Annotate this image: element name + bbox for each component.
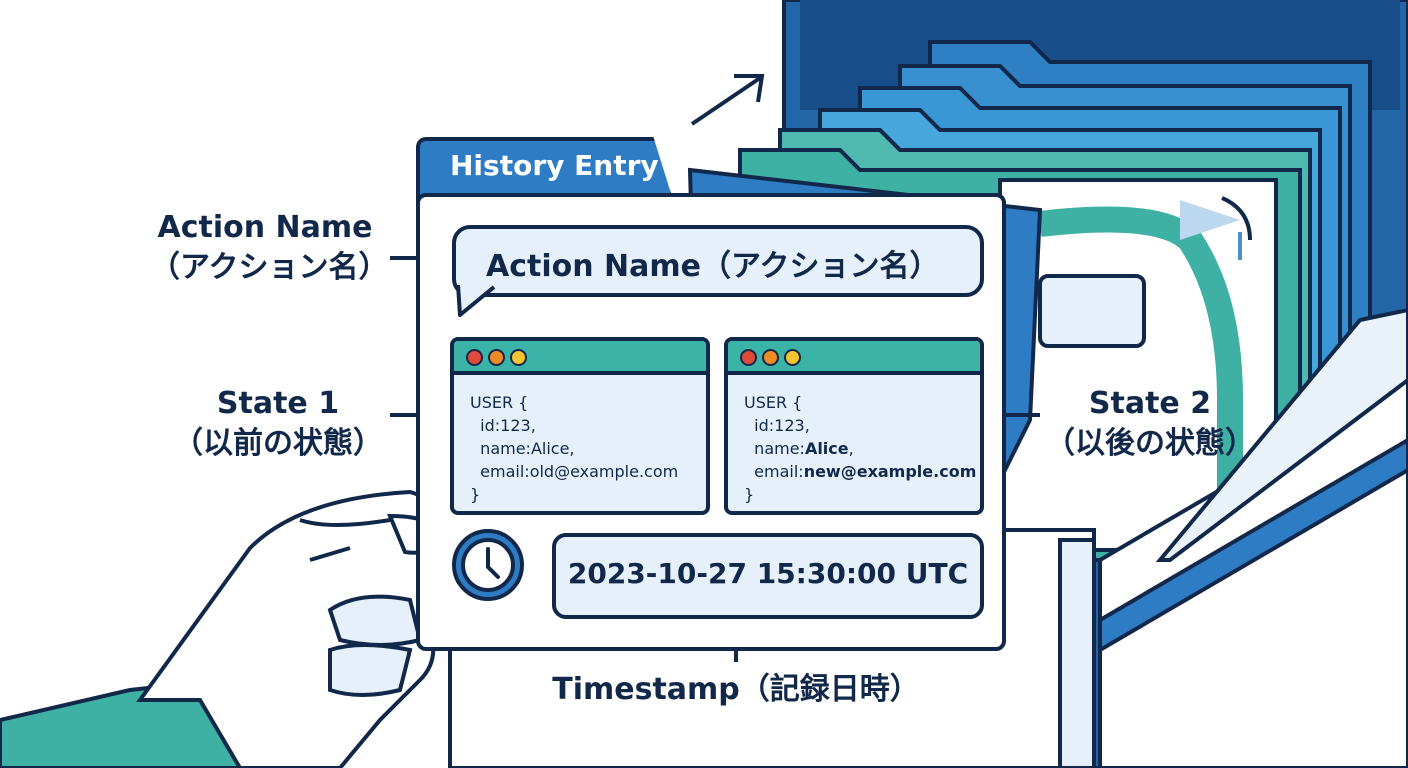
code-line: id:123, (470, 416, 536, 435)
timestamp-box: 2023-10-27 15:30:00 UTC (552, 533, 984, 619)
timestamp-value: 2023-10-27 15:30:00 UTC (567, 557, 969, 590)
code-line: email:new@example.com (744, 462, 977, 481)
callout-state1: State 1 （以前の状態） (168, 384, 388, 464)
swoosh-arrow-head (1180, 200, 1240, 240)
maximize-dot-icon (784, 349, 801, 366)
clock-icon (452, 529, 524, 601)
folder-front-edge (1098, 437, 1408, 654)
code-line: name:Alice, (470, 439, 575, 458)
code-line: USER { (470, 393, 529, 412)
swoosh-arrow (1038, 206, 1243, 540)
code-line: id:123, (744, 416, 810, 435)
close-dot-icon (740, 349, 757, 366)
callout-action-name-line2: （アクション名） (150, 250, 389, 285)
state-after-window: USER { id:123, name:Alice, email:new@exa… (724, 337, 984, 515)
changed-value: Alice (804, 439, 849, 458)
history-entry-card: History Entry Action Name（アクション名） USER {… (416, 137, 1006, 651)
out-arrow (690, 76, 762, 126)
history-entry-title: History Entry (450, 149, 659, 182)
hand-illustration (0, 489, 443, 768)
minimize-dot-icon (762, 349, 779, 366)
history-entry-body: Action Name（アクション名） USER { id:123, name:… (416, 193, 1006, 651)
state-before-titlebar (454, 341, 706, 375)
callout-state2-line2: （以後の状態） (1045, 426, 1255, 461)
code-line: email:old@example.com (470, 462, 679, 481)
callout-state1-line1: State 1 (216, 386, 340, 421)
action-name-bubble: Action Name（アクション名） (452, 225, 984, 297)
callout-action-name: Action Name （アクション名） (150, 208, 389, 288)
close-dot-icon (466, 349, 483, 366)
callout-state2: State 2 （以後の状態） (1040, 384, 1260, 464)
code-line: USER { (744, 393, 803, 412)
action-name-label: Action Name（アクション名） (486, 249, 940, 284)
paper-inner-note (1038, 274, 1146, 348)
state-after-code: USER { id:123, name:Alice, email:new@exa… (744, 391, 980, 506)
maximize-dot-icon (510, 349, 527, 366)
state-before-code: USER { id:123, name:Alice, email:old@exa… (470, 391, 706, 506)
state-before-window: USER { id:123, name:Alice, email:old@exa… (450, 337, 710, 515)
callout-action-name-line1: Action Name (157, 210, 373, 245)
bubble-tail (456, 285, 496, 317)
history-entry-tab (416, 137, 674, 203)
changed-value: new@example.com (803, 462, 977, 481)
minimize-dot-icon (488, 349, 505, 366)
code-line: name:Alice, (744, 439, 854, 458)
pulled-paper (1155, 307, 1408, 562)
callout-timestamp: Timestamp（記録日時） (552, 672, 920, 707)
code-line: } (744, 485, 755, 504)
state-after-titlebar (728, 341, 980, 375)
code-line: } (470, 485, 481, 504)
callout-state1-line2: （以前の状態） (173, 426, 383, 461)
callout-state2-line1: State 2 (1088, 386, 1212, 421)
